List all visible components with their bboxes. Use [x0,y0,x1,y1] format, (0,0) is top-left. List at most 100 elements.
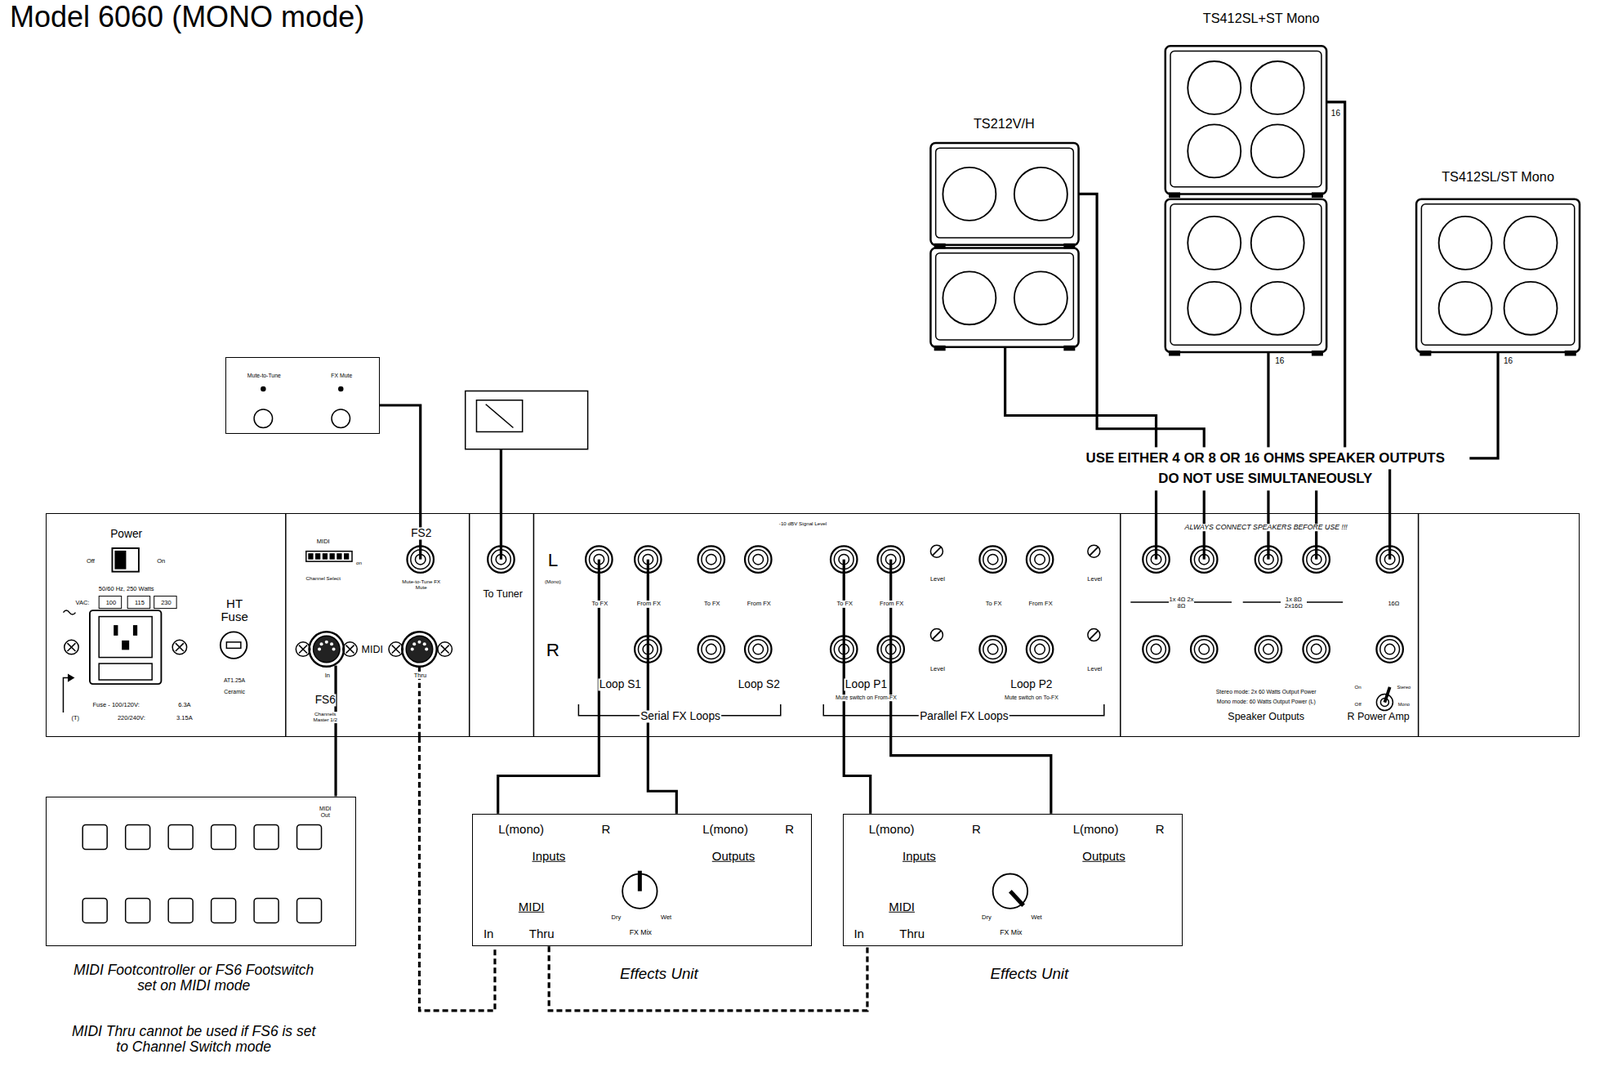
din-pin [412,641,416,646]
node-text: Dry [610,913,623,921]
cabinet-foot [1064,346,1075,351]
node-text: Effects Unit [989,964,1070,982]
voltage-box [98,596,121,609]
cabinet-foot [1565,351,1576,356]
node-text: Ceramic [222,688,246,696]
node-text: Mute switch on To-FX [1003,695,1060,702]
node-text: L(mono) [868,822,916,836]
node-text: on [355,560,363,567]
panel-divider [1417,512,1419,737]
diagram-node: L(mono)RInputsL(mono)ROutputsMIDIInThruD… [472,813,812,946]
footswitch-button [254,409,272,428]
node-text: Level [929,575,946,583]
node-text: Thru [528,927,556,941]
node-text: 16 [1502,356,1514,366]
node-text: (T) [70,714,81,722]
din-pin [424,647,428,651]
node-text: From FX [636,600,662,607]
screw-cross [298,645,308,654]
node-text: From FX [746,600,772,607]
cabinet-grille [935,147,1075,238]
controller-button [211,824,237,849]
din-face [405,635,433,662]
diagram-node: MIDI OutMIDI Footcontroller or FS6 Foots… [45,796,357,947]
toggle-lever [1384,686,1390,703]
cable [891,736,1052,814]
node-text: Mute-to-Tune FX Mute [400,579,443,591]
node-text: Thru [898,927,926,941]
node-text: Loop P2 [1009,678,1053,691]
screw-cross [346,645,355,654]
voltage-box [127,596,150,609]
node-text: Speaker Outputs [1226,711,1306,723]
jack-nut [701,549,722,570]
din-pin [317,647,321,651]
cabinet-grille [1421,204,1574,345]
power-switch [111,548,139,572]
trim-slot [1089,547,1098,556]
node-text: Serial FX Loops [639,709,722,723]
din-socket [309,631,344,666]
jack [1255,635,1282,662]
node-text: MIDI [361,644,384,656]
art-group [62,45,1580,923]
node-text: 230 [160,599,173,607]
node-text: Channels Master 1/2 [309,711,342,723]
diagram-node: PowerOffOn50/60 Hz, 250 WattsVAC:1001152… [45,512,1580,737]
fuse-pointer-head [68,674,74,681]
node-text: 6.3A [177,701,192,709]
node-text: MIDI Thru cannot be used if FS6 is set t… [70,1022,317,1054]
node-text: FS2 [410,527,433,540]
fuse-drawer [98,663,152,680]
trim-knob [1087,544,1101,558]
jack-nut [1306,639,1327,660]
diagram-node: TS212V/H [930,142,1079,348]
cable-stub [889,559,892,737]
controller-button [254,824,279,849]
node-text: L(mono) [497,822,545,836]
node-text: FX Mute [329,372,353,379]
cable-stub [499,449,503,560]
node-text: Level [1086,575,1103,583]
panel-divider [285,512,286,737]
node-text: FS6 [314,693,337,706]
node-text: HT Fuse [218,596,250,624]
cable [334,736,337,796]
node-text: R [971,822,982,836]
jack-nut [983,549,1003,570]
jack-nut [1029,639,1050,660]
node-text: Wet [659,913,673,921]
controller-button [82,897,107,923]
speaker-cone [1014,167,1068,221]
node-text: Inputs [530,849,567,863]
cable-stub [1154,512,1158,559]
speaker-cone [942,167,996,221]
node-text: TS412SL/ST Mono [1440,169,1556,185]
jack-hole [753,643,763,654]
jack-hole [1384,643,1395,654]
ac-tilde [62,610,76,615]
cable [379,405,421,513]
node-text: VAC: [74,599,90,607]
node-text: Fuse - 100/120V: [92,701,141,709]
node-text: To FX [835,600,854,607]
panel-divider [468,512,470,737]
screw [64,639,79,654]
jack-hole [987,553,998,564]
voltage-box [154,596,177,609]
node-text: Off [85,557,96,565]
diagram-node: Mute-to-TuneFX Mute [225,356,380,434]
controller-button [125,897,151,923]
jack-nut [1258,639,1279,660]
cabinet-outline [1165,199,1327,353]
iec-pin [133,625,138,635]
screw-cross [66,642,76,651]
node-text: Dry [980,913,993,921]
speaker-cone [1187,61,1241,115]
cable-stub [842,559,846,737]
jack-hole [1198,643,1209,654]
diagram-node: L(mono)RInputsL(mono)ROutputsMIDIInThruD… [842,813,1183,946]
cable [418,736,495,1011]
din-socket [401,631,437,666]
